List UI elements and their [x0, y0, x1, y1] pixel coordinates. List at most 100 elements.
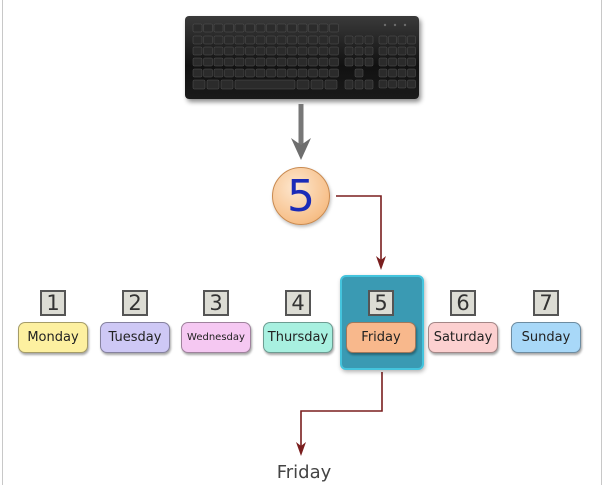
input-to-day-arrow [336, 195, 382, 266]
keyboard-key [266, 57, 276, 67]
keyboard-key [318, 35, 329, 45]
keyboard-key [407, 46, 416, 56]
input-to-day-arrowhead [376, 256, 386, 270]
keyboard-key [245, 35, 255, 45]
keyboard-key [224, 68, 234, 78]
keyboard-key [407, 35, 416, 45]
keyboard-key [203, 46, 213, 56]
keyboard-key [297, 23, 308, 33]
keyboard-key [308, 68, 318, 78]
input-number-value: 5 [287, 170, 315, 222]
day-number: 7 [533, 290, 559, 316]
day-label: Monday [18, 322, 88, 353]
day-label: Thursday [263, 322, 333, 353]
keyboard-key [192, 57, 203, 67]
keyboard-key [297, 57, 308, 67]
keyboard-key [329, 46, 339, 56]
keyboard-key [388, 46, 397, 56]
keyboard-key [297, 46, 308, 56]
keyboard-key [378, 57, 388, 67]
keyboard-key [224, 23, 234, 33]
day-label: Tuesday [100, 322, 170, 353]
result-output: Friday [276, 462, 332, 483]
keyboard-key [213, 68, 224, 78]
keyboard-key [234, 23, 245, 33]
keyboard-key [354, 79, 364, 90]
keyboard-key [206, 79, 220, 90]
keyboard-key [378, 68, 388, 78]
keyboard-key [255, 57, 266, 67]
keyboard-key [203, 23, 213, 33]
keyboard-key [245, 46, 255, 56]
keyboard-key [344, 79, 354, 90]
keyboard-key [287, 68, 297, 78]
keyboard-key [224, 57, 234, 67]
keyboard-key [297, 68, 308, 78]
keyboard-key [378, 46, 388, 56]
keyboard-icon [185, 16, 419, 99]
keyboard-key [364, 79, 374, 90]
keyboard-key [220, 79, 234, 90]
day-number: 4 [285, 290, 311, 316]
day-to-result-arrowhead [296, 442, 306, 456]
keyboard-key [234, 79, 296, 90]
keyboard-key [296, 79, 310, 90]
keyboard-key [287, 35, 297, 45]
keyboard-key [192, 46, 203, 56]
keyboard-to-input-arrowhead [291, 138, 311, 160]
keyboard-key [255, 46, 266, 56]
keyboard-key [407, 79, 416, 89]
keyboard-key [255, 35, 266, 45]
keyboard-key [245, 68, 255, 78]
keyboard-key [397, 68, 407, 78]
day-number: 1 [40, 290, 66, 316]
keyboard-key [287, 46, 297, 56]
day-number: 5 [368, 290, 394, 316]
keyboard-indicator-light [393, 23, 397, 27]
keyboard-key [213, 57, 224, 67]
keyboard-key [378, 79, 388, 89]
day-label: Sunday [511, 322, 581, 353]
keyboard-key [397, 79, 407, 89]
keyboard-key [364, 57, 374, 67]
keyboard-key [318, 46, 329, 56]
keyboard-key [192, 23, 203, 33]
keyboard-key [192, 79, 206, 90]
keyboard-key [203, 57, 213, 67]
keyboard-key [329, 23, 339, 33]
keyboard-key [266, 68, 276, 78]
keyboard-key [245, 23, 255, 33]
keyboard-key [276, 68, 287, 78]
keyboard-key [329, 35, 339, 45]
keyboard-key [397, 46, 407, 56]
keyboard-key [266, 23, 276, 33]
keyboard-key [234, 46, 245, 56]
keyboard-key [308, 23, 318, 33]
keyboard-key [388, 57, 397, 67]
keyboard-key [213, 35, 224, 45]
keyboard-key [276, 35, 287, 45]
keyboard-key [344, 35, 354, 45]
keyboard-key [255, 23, 266, 33]
keyboard-key [308, 46, 318, 56]
keyboard-key [276, 23, 287, 33]
keyboard-key [324, 79, 338, 90]
keyboard-key [234, 35, 245, 45]
keyboard-key [407, 68, 416, 78]
keyboard-key [213, 23, 224, 33]
day-number: 3 [203, 290, 229, 316]
keyboard-key [192, 35, 203, 45]
keyboard-key [213, 46, 224, 56]
keyboard-key [287, 23, 297, 33]
keyboard-key [318, 68, 329, 78]
keyboard-key [245, 57, 255, 67]
keyboard-key [234, 68, 245, 78]
keyboard-key [224, 35, 234, 45]
keyboard-key [203, 35, 213, 45]
keyboard-key [344, 57, 354, 67]
day-to-result-arrow [300, 372, 383, 452]
keyboard-key [388, 35, 397, 45]
keyboard-key [354, 35, 364, 45]
keyboard-key [397, 35, 407, 45]
